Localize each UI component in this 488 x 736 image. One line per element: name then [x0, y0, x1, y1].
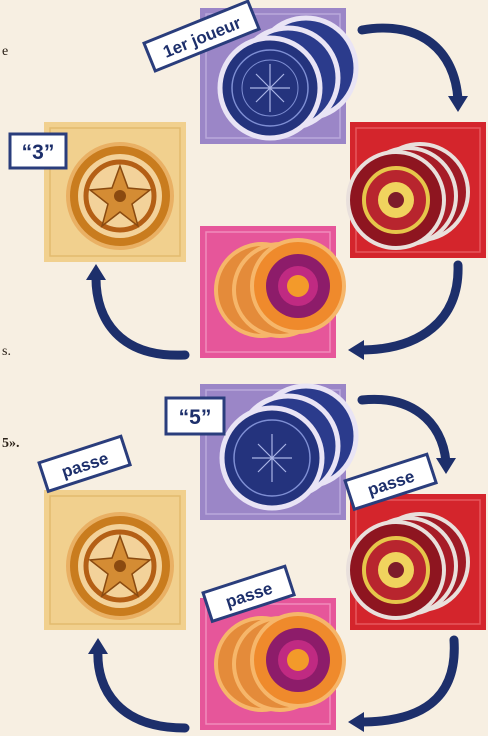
- pink-disc-stack-b: [216, 614, 344, 710]
- pink-player-tile: [200, 226, 344, 358]
- yellow-disc-b: [68, 514, 172, 618]
- bid-5-text: “5”: [179, 406, 212, 429]
- bottom-diagram: “5” passe passe passe: [39, 384, 486, 732]
- red-player-tile-b: [348, 494, 486, 630]
- arrow-b-bottom-right: [348, 640, 454, 732]
- yellow-disc: [68, 144, 172, 248]
- arrow-top-right: [362, 28, 468, 112]
- arrow-bottom-right: [348, 265, 458, 360]
- bid-label-5: “5”: [166, 398, 224, 434]
- arrow-bottom-left: [86, 264, 185, 355]
- bid-3-text: “3”: [22, 141, 55, 164]
- yellow-player-tile-b: [44, 490, 186, 630]
- pink-disc-stack: [216, 240, 344, 336]
- top-diagram: 1er joueur “3”: [10, 1, 486, 360]
- bid-label-3: “3”: [10, 134, 66, 168]
- pass-label-yellow: passe: [39, 436, 130, 491]
- arrow-b-bottom-left: [88, 638, 185, 728]
- red-player-tile: [348, 122, 486, 258]
